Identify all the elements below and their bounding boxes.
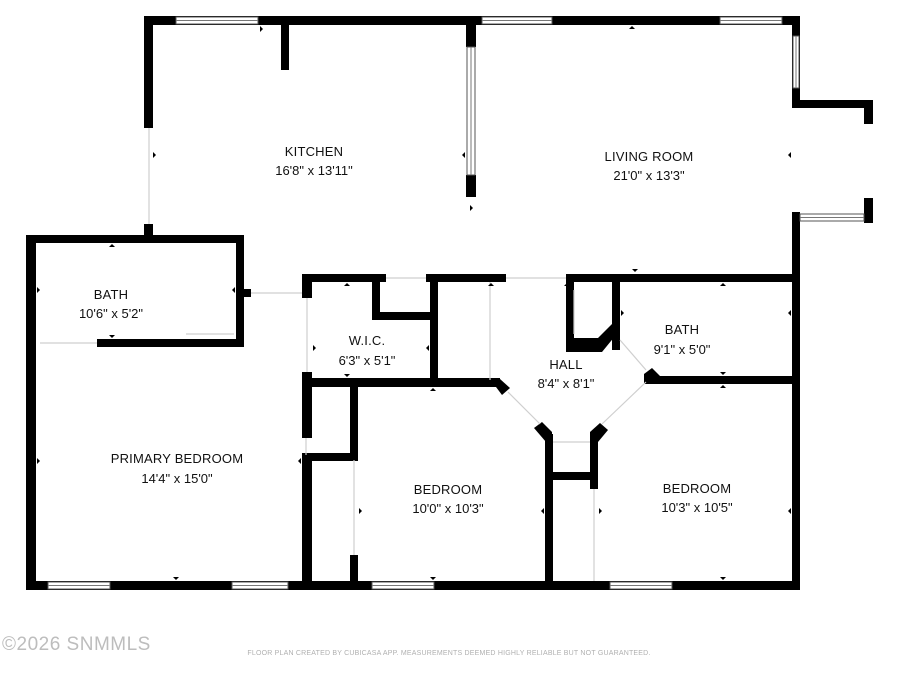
wall-east [792, 212, 800, 590]
wall-wic-bottom [302, 378, 500, 387]
kitchen-name: KITCHEN [285, 144, 343, 159]
wall-corridor-a [306, 274, 386, 282]
bath-hall-dims: 9'1" x 5'0" [654, 342, 711, 357]
wall-corridor-c [566, 274, 800, 282]
wall-bath-bottom [97, 339, 244, 347]
bedroom-2-name: BEDROOM [663, 481, 732, 496]
wall-nook-bottom [566, 324, 620, 352]
wall-bed1-left-lower [350, 555, 358, 590]
bath-hall-name: BATH [665, 322, 700, 337]
primary-bedroom-dims: 14'4" x 15'0" [141, 471, 213, 486]
wall-bay-right-top [864, 100, 873, 124]
wall-wic-shelf-bottom [372, 312, 438, 320]
wall-bed1-closet-bottom [302, 453, 358, 461]
wall-linen-right [590, 434, 598, 489]
wall-wic-right [430, 274, 438, 386]
wall-kitchen-left-upper [144, 16, 153, 128]
wall-bath-door-stop [244, 289, 251, 297]
wic-dims: 6'3" x 5'1" [339, 353, 396, 368]
wall-bay-right-bottom [864, 198, 873, 223]
wall-hall-diagonal-lt [490, 379, 510, 395]
primary-bedroom-name: PRIMARY BEDROOM [111, 451, 244, 466]
kitchen-dims: 16'8" x 13'11" [275, 163, 353, 178]
room-labels: KITCHEN 16'8" x 13'11" LIVING ROOM 21'0"… [79, 144, 733, 516]
wall-nook-left [566, 274, 574, 346]
bedroom-2-dims: 10'3" x 10'5" [661, 500, 733, 515]
wall-linen-left [545, 434, 553, 590]
wall-wic-left-mid [302, 372, 312, 438]
wic-name: W.I.C. [349, 333, 386, 348]
wall-primary-top [26, 235, 244, 243]
bedroom-1-name: BEDROOM [414, 482, 483, 497]
wall-kitchen-living-bottom [466, 175, 476, 197]
wall-bay-top [792, 100, 873, 108]
wall-bed1-closet-right [350, 378, 358, 460]
windows [47, 16, 865, 590]
wall-bath-right [236, 235, 244, 347]
dimension-ticks [37, 26, 791, 580]
copyright-watermark: ©2026 SNMMLS [2, 634, 151, 655]
hall-name: HALL [549, 357, 582, 372]
wall-bath-hall-left [612, 274, 620, 350]
bedroom-1-dims: 10'0" x 10'3" [412, 501, 484, 516]
wall-kitchen-living-top [466, 25, 476, 47]
wall-bath-hall-bottom [644, 376, 800, 384]
living-room-dims: 21'0" x 13'3" [613, 168, 685, 183]
wall-wic-shelf-left [372, 282, 380, 320]
wall-wic-left-upper [302, 274, 312, 298]
bath-primary-dims: 10'6" x 5'2" [79, 306, 143, 321]
wall-kitchen-left-lower [144, 224, 153, 240]
wall-wic-left-lower [302, 455, 312, 590]
footer-disclaimer: FLOOR PLAN CREATED BY CUBICASA APP. MEAS… [247, 650, 650, 657]
wall-corridor-b [426, 274, 506, 282]
doors [40, 128, 647, 581]
wall-west [26, 235, 36, 590]
bath-primary-name: BATH [94, 287, 129, 302]
living-room-name: LIVING ROOM [605, 149, 694, 164]
wall-kitchen-stub [281, 25, 289, 70]
hall-dims: 8'4" x 8'1" [538, 376, 595, 391]
wall-linen-bottom [545, 472, 598, 480]
wall-top [144, 16, 800, 25]
